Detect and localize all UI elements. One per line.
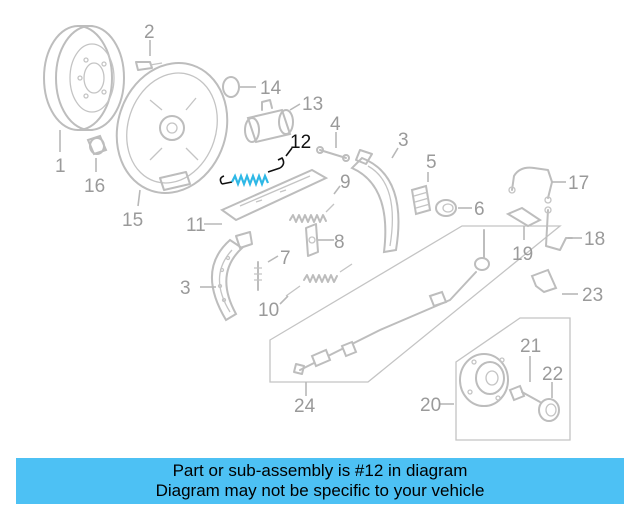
label-11: 11	[186, 215, 206, 236]
brake-drum-part-1	[43, 25, 125, 131]
label-15: 15	[122, 210, 143, 231]
label-1: 1	[55, 156, 66, 177]
label-13: 13	[302, 94, 323, 115]
label-24: 24	[294, 396, 316, 417]
hold-down-part-7	[254, 261, 262, 291]
brake-shoe-part-3-upper	[350, 149, 400, 254]
label-5: 5	[426, 152, 437, 173]
label-3-upper: 3	[398, 130, 409, 151]
cable-box-part-24	[269, 225, 562, 383]
label-6: 6	[474, 199, 485, 220]
label-2: 2	[144, 22, 155, 43]
adjuster-part-8	[305, 223, 319, 257]
banner-line-1: Part or sub-assembly is #12 in diagram	[172, 461, 468, 480]
label-8: 8	[334, 232, 345, 253]
label-22: 22	[542, 364, 563, 385]
label-23: 23	[582, 285, 603, 306]
label-14: 14	[260, 78, 282, 99]
clip-part-14	[222, 76, 240, 98]
wheel-cylinder-part-13	[244, 99, 294, 144]
bushing-part-16	[86, 134, 108, 156]
hub-bolt-part-21	[508, 384, 541, 403]
strut-bar-part-11	[219, 168, 329, 222]
label-18: 18	[584, 229, 605, 250]
label-20: 20	[420, 395, 441, 416]
push-rod-part-4	[316, 146, 350, 162]
hub-box-part-20	[455, 317, 571, 441]
label-9: 9	[340, 172, 351, 193]
banner-line-2: Diagram may not be specific to your vehi…	[155, 481, 485, 500]
info-banner: Part or sub-assembly is #12 in diagram D…	[16, 458, 624, 504]
label-16: 16	[84, 176, 105, 197]
brake-line-part-18	[544, 206, 573, 251]
clip-part-23	[530, 268, 558, 294]
label-4: 4	[330, 114, 341, 135]
cap-part-6	[435, 199, 457, 217]
boot-part-5	[410, 184, 432, 216]
spring-part-10	[285, 263, 353, 297]
spring-part-9	[289, 203, 335, 223]
label-17: 17	[568, 173, 589, 194]
label-3-lower: 3	[180, 278, 191, 299]
label-21: 21	[520, 336, 541, 357]
label-12: 12	[290, 132, 311, 153]
brake-hose-part-17	[508, 166, 553, 204]
label-7: 7	[280, 248, 291, 269]
label-19: 19	[512, 244, 533, 265]
dust-cap-part-22	[538, 398, 560, 422]
bracket-part-19	[505, 206, 542, 228]
spring-part-12-highlighted	[219, 156, 285, 188]
label-10: 10	[258, 300, 279, 321]
bolt-part-2	[135, 61, 163, 71]
backing-plate-part-15	[115, 62, 229, 194]
brake-shoe-part-3-lower	[211, 231, 253, 322]
